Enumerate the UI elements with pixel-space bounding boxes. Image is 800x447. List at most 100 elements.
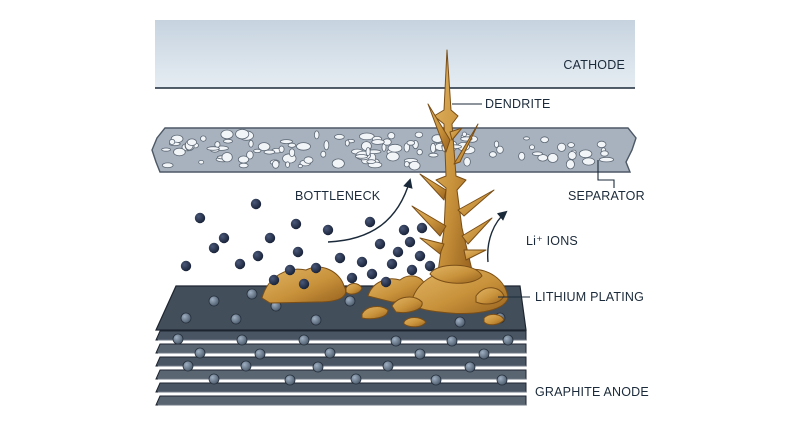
li-ion-sphere bbox=[416, 222, 428, 234]
separator-pore bbox=[463, 157, 471, 167]
li-ion-sphere bbox=[392, 246, 404, 258]
dendrite-branch bbox=[419, 173, 447, 201]
embedded-ion bbox=[246, 288, 258, 300]
separator-pore bbox=[493, 140, 500, 148]
li-ion-sphere bbox=[322, 224, 334, 236]
separator-pore bbox=[288, 148, 296, 158]
li-ion-arrow bbox=[487, 210, 508, 263]
dendrite-branch bbox=[453, 123, 479, 165]
separator-pore bbox=[287, 142, 297, 148]
embedded-ion bbox=[240, 360, 252, 372]
separator-pore bbox=[557, 142, 567, 152]
embedded-ion bbox=[502, 334, 514, 346]
embedded-ion bbox=[430, 374, 442, 386]
separator-pore bbox=[198, 159, 205, 165]
embedded-ion bbox=[208, 373, 220, 385]
separator-pore bbox=[518, 151, 526, 161]
li-ion-sphere bbox=[398, 224, 410, 236]
embedded-ion bbox=[414, 348, 426, 360]
embedded-ion bbox=[298, 334, 310, 346]
embedded-ion bbox=[182, 360, 194, 372]
separator-pore bbox=[387, 132, 396, 140]
li-ion-sphere bbox=[264, 232, 276, 244]
li-ions bbox=[180, 198, 436, 290]
separator-pore bbox=[206, 146, 220, 151]
li-ion-sphere bbox=[414, 250, 426, 262]
separator-pores bbox=[161, 128, 615, 171]
separator-label: SEPARATOR bbox=[568, 189, 645, 203]
separator-pore bbox=[303, 156, 314, 164]
cathode-label: CATHODE bbox=[563, 58, 625, 72]
graphite-anode-label: GRAPHITE ANODE bbox=[535, 385, 649, 399]
li-ion-sphere bbox=[406, 264, 418, 276]
separator bbox=[151, 127, 637, 173]
separator-pore bbox=[532, 151, 543, 156]
embedded-ion bbox=[180, 312, 192, 324]
embedded-ion bbox=[254, 348, 266, 360]
separator-pore bbox=[263, 149, 276, 155]
separator-pore bbox=[387, 143, 403, 153]
dendrite-branch bbox=[427, 103, 451, 153]
plating-deposit bbox=[361, 306, 389, 320]
li-ion-sphere bbox=[374, 238, 386, 250]
separator-pore bbox=[344, 139, 350, 147]
separator-pore bbox=[523, 136, 530, 141]
li-ion-sphere bbox=[346, 272, 358, 284]
li-ion-sphere bbox=[386, 258, 398, 270]
separator-pore bbox=[334, 134, 345, 140]
cathode-slab bbox=[155, 20, 635, 88]
dendrite-shape bbox=[411, 49, 495, 284]
separator-pore bbox=[582, 157, 596, 166]
separator-pore bbox=[567, 151, 577, 160]
anode-layer bbox=[155, 330, 527, 341]
dendrite-branch bbox=[461, 217, 493, 245]
separator-pore bbox=[296, 142, 311, 151]
embedded-ion bbox=[312, 361, 324, 373]
plating-deposit bbox=[475, 287, 505, 305]
separator-pore bbox=[416, 148, 423, 156]
separator-pore bbox=[488, 151, 497, 158]
anode-layer bbox=[155, 382, 527, 393]
li-ion-sphere bbox=[334, 252, 346, 264]
bottleneck-arrow bbox=[327, 178, 413, 243]
separator-pore bbox=[371, 139, 385, 145]
embedded-ion bbox=[344, 295, 356, 307]
separator-pore bbox=[173, 147, 186, 157]
lithium-plating-label: LITHIUM PLATING bbox=[535, 290, 644, 304]
anode-layer bbox=[155, 395, 527, 406]
separator-pore bbox=[406, 140, 416, 146]
embedded-ion bbox=[382, 360, 394, 372]
separator-pore bbox=[237, 155, 250, 164]
labels: CATHODE DENDRITE SEPARATOR BOTTLENECK Li… bbox=[295, 58, 649, 399]
separator-pore bbox=[161, 147, 172, 152]
separator-pore bbox=[248, 139, 254, 148]
li-ion-sphere bbox=[356, 256, 368, 268]
anode-layer bbox=[155, 343, 527, 354]
separator-pore bbox=[386, 151, 400, 162]
separator-pore bbox=[599, 156, 615, 163]
separator-pore bbox=[200, 135, 207, 142]
separator-pore bbox=[540, 136, 549, 144]
li-ion-sphere bbox=[424, 260, 436, 272]
li-ion-sphere bbox=[290, 218, 302, 230]
dendrite-branch bbox=[449, 127, 463, 141]
separator-leader bbox=[597, 160, 615, 188]
separator-pore bbox=[220, 129, 234, 140]
li-ion-sphere bbox=[284, 264, 296, 276]
separator-pore bbox=[297, 163, 303, 169]
embedded-ion bbox=[324, 347, 336, 359]
separator-pore bbox=[547, 153, 559, 163]
embedded-ion bbox=[464, 361, 476, 373]
li-ion-sphere bbox=[234, 258, 246, 270]
separator-pore bbox=[238, 162, 249, 169]
embedded-ion bbox=[478, 348, 490, 360]
li-ion-sphere bbox=[180, 260, 192, 272]
li-ion-sphere bbox=[380, 276, 392, 288]
dendrite-label: DENDRITE bbox=[485, 97, 551, 111]
li-ion-sphere bbox=[310, 262, 322, 274]
embedded-ion bbox=[446, 335, 458, 347]
separator-pore bbox=[403, 161, 410, 168]
embedded-ion bbox=[350, 373, 362, 385]
